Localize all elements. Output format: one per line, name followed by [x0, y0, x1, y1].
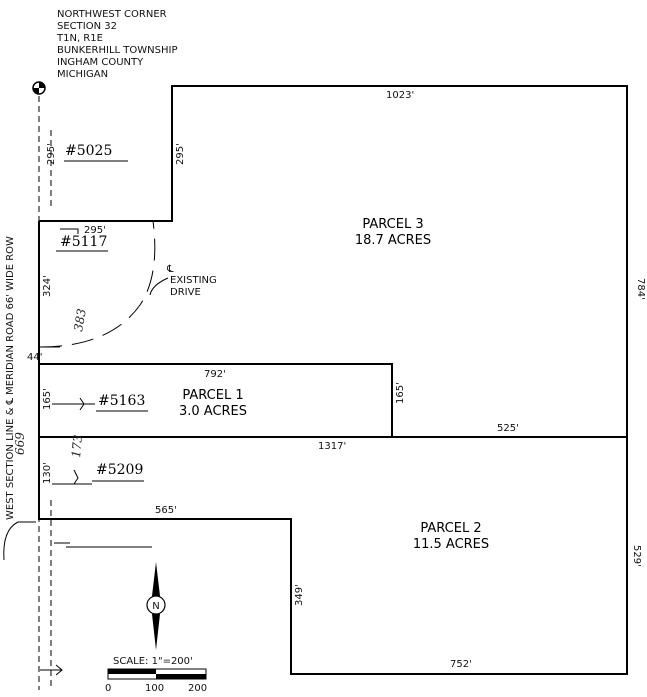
dim-1317: 1317'	[318, 441, 346, 452]
drive-label-leader	[149, 277, 169, 296]
parcel-2-area: 11.5 ACRES	[413, 537, 489, 552]
dim-130: 130'	[42, 462, 53, 484]
header-line-1: NORTHWEST CORNER	[57, 9, 167, 20]
dim-44: 44'	[27, 352, 42, 363]
dim-784: 784'	[635, 278, 646, 300]
dim-525: 525'	[497, 423, 519, 434]
north-arrow-icon: N	[146, 562, 166, 650]
dim-529: 529'	[631, 545, 642, 567]
arrow-bottom	[40, 664, 63, 676]
scale-tick-0: 0	[105, 683, 111, 694]
section-corner-icon	[32, 81, 46, 95]
parcel-3-boundary	[39, 85, 628, 437]
header-line-6: MICHIGAN	[57, 69, 108, 80]
existing-drive-arc	[39, 220, 156, 348]
arrow-5209-head	[73, 469, 79, 485]
dim-165-left: 165'	[42, 388, 53, 410]
address-5117: #5117	[60, 234, 107, 250]
dim-752: 752'	[450, 659, 472, 670]
handwritten-383: 383	[71, 307, 89, 332]
parcel-2-boundary	[39, 437, 628, 675]
road-leader-line	[3, 521, 36, 561]
parcel-1-name: PARCEL 1	[182, 388, 243, 403]
drive-label-line-2: DRIVE	[170, 287, 201, 298]
dim-165-right: 165'	[395, 382, 406, 404]
road-label: WEST SECTION LINE & ℄ MERIDIAN ROAD 66' …	[5, 236, 16, 520]
arrow-5163-head	[79, 397, 85, 411]
dim-324: 324'	[42, 275, 53, 297]
header-line-4: BUNKERHILL TOWNSHIP	[57, 45, 177, 56]
address-5025: #5025	[65, 143, 112, 159]
header-block: NORTHWEST CORNER SECTION 32 T1N, R1E BUN…	[56, 9, 177, 80]
parcel-3-area: 18.7 ACRES	[355, 233, 431, 248]
dim-295-right: 295'	[175, 143, 186, 165]
parcel-1-area: 3.0 ACRES	[179, 404, 247, 419]
drive-label-line-1: EXISTING	[170, 275, 217, 286]
dim-295-left: 295'	[46, 143, 57, 165]
dim-565: 565'	[155, 505, 177, 516]
header-line-3: T1N, R1E	[56, 33, 103, 44]
scale-tick-100: 100	[145, 683, 164, 694]
parcel-3-name: PARCEL 3	[362, 217, 423, 232]
dim-295-top: 295'	[84, 225, 106, 236]
north-letter: N	[152, 601, 159, 612]
handwritten-173: 173	[69, 434, 85, 458]
address-5209: #5209	[96, 462, 143, 478]
header-line-2: SECTION 32	[57, 21, 117, 32]
header-line-5: INGHAM COUNTY	[57, 57, 144, 68]
dim-1023: 1023'	[386, 90, 414, 101]
scale-bar: SCALE: 1"=200' 0 100 200	[105, 656, 207, 694]
address-5163: #5163	[98, 393, 145, 409]
dim-792: 792'	[204, 369, 226, 380]
parcel-2-name: PARCEL 2	[420, 521, 481, 536]
parcel-1-boundary	[39, 363, 393, 437]
scale-tick-200: 200	[188, 683, 207, 694]
drive-leader	[60, 228, 79, 234]
road-handwritten: 669	[13, 432, 27, 455]
centerline-symbol: ℄	[166, 264, 174, 275]
dim-349: 349'	[294, 584, 305, 606]
scale-label: SCALE: 1"=200'	[113, 656, 193, 667]
